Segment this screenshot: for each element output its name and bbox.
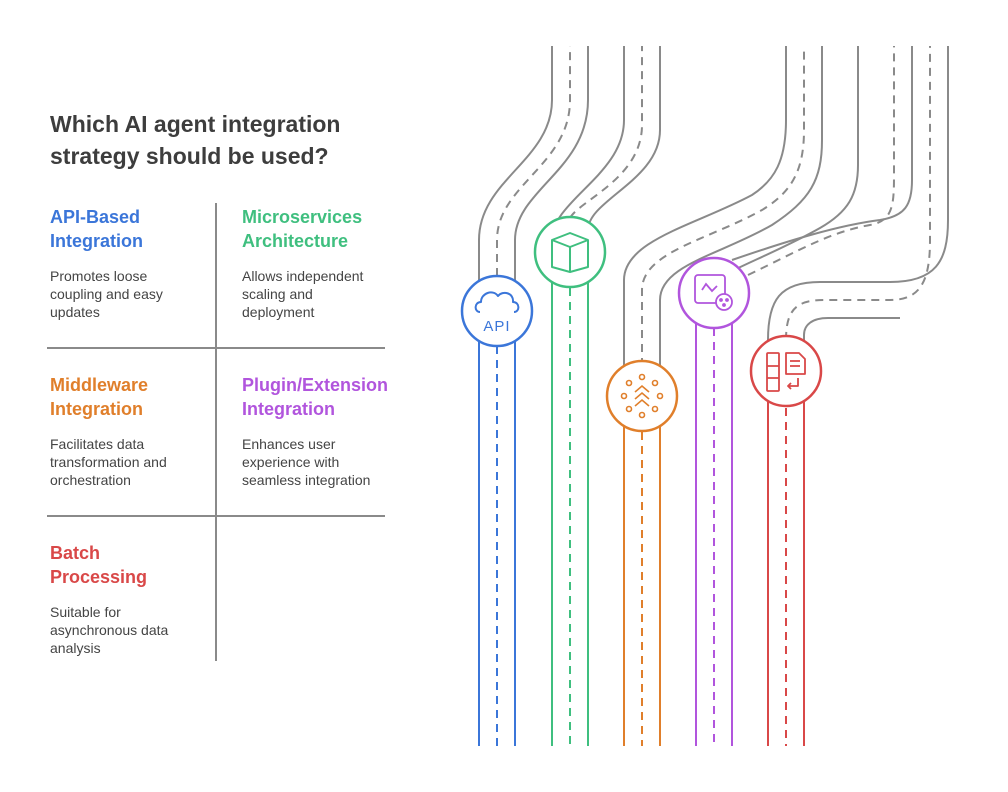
grid-divider-horizontal-1 (47, 347, 385, 349)
strategy-desc-api: Promotes loose coupling and easy updates (50, 268, 163, 320)
page-title: Which AI agent integration strategy shou… (50, 111, 341, 169)
road-microservices-center-line (569, 46, 643, 219)
node-plugin (677, 256, 751, 330)
strategy-card-middleware: Middleware Integration Facilitates data … (50, 373, 215, 489)
document-list-icon (766, 352, 806, 392)
strategy-title-microservices: Microservices Architecture (242, 207, 363, 251)
node-microservices (533, 215, 607, 289)
road-plugin-right-edge (731, 46, 913, 261)
grid-divider-vertical (215, 203, 217, 661)
strategy-title-middleware: Middleware Integration (50, 375, 149, 419)
road-plugin-center-line (747, 46, 895, 276)
strategy-title-batch: Batch Processing (50, 543, 148, 587)
strategy-desc-microservices: Allows independent scaling and deploymen… (242, 268, 364, 320)
road-batch-right-edge (803, 317, 900, 350)
cube-icon (551, 232, 589, 273)
network-icon (620, 373, 664, 419)
strategy-card-plugin: Plugin/Extension Integration Enhances us… (242, 373, 407, 489)
puzzle-icon (694, 274, 733, 311)
strategy-title-api: API-Based Integration (50, 207, 143, 251)
road-api-center-line (496, 46, 571, 290)
grid-divider-horizontal-2 (47, 515, 385, 517)
strategy-desc-middleware: Facilitates data transformation and orch… (50, 436, 167, 488)
strategy-desc-plugin: Enhances user experience with seamless i… (242, 436, 371, 488)
road-middleware-center-line (641, 46, 805, 380)
road-api-left-edge (478, 46, 553, 300)
strategy-desc-batch: Suitable for asynchronous data analysis (50, 604, 169, 656)
strategy-card-microservices: Microservices Architecture Allows indepe… (242, 205, 407, 321)
node-api: API (460, 274, 534, 348)
road-batch-left-edge (767, 46, 949, 360)
node-middleware (605, 359, 679, 433)
api-icon-label: API (483, 318, 510, 335)
strategy-card-batch: Batch Processing Suitable for asynchrono… (50, 541, 215, 657)
node-batch (749, 334, 823, 408)
road-api-right-edge (514, 46, 589, 300)
strategy-title-plugin: Plugin/Extension Integration (242, 375, 389, 419)
road-middleware-right-edge (659, 46, 823, 390)
road-middleware-left-edge (623, 46, 787, 390)
strategy-card-api: API-Based Integration Promotes loose cou… (50, 205, 215, 321)
cloud-api-icon (474, 291, 520, 313)
road-batch-center-line (785, 46, 931, 341)
